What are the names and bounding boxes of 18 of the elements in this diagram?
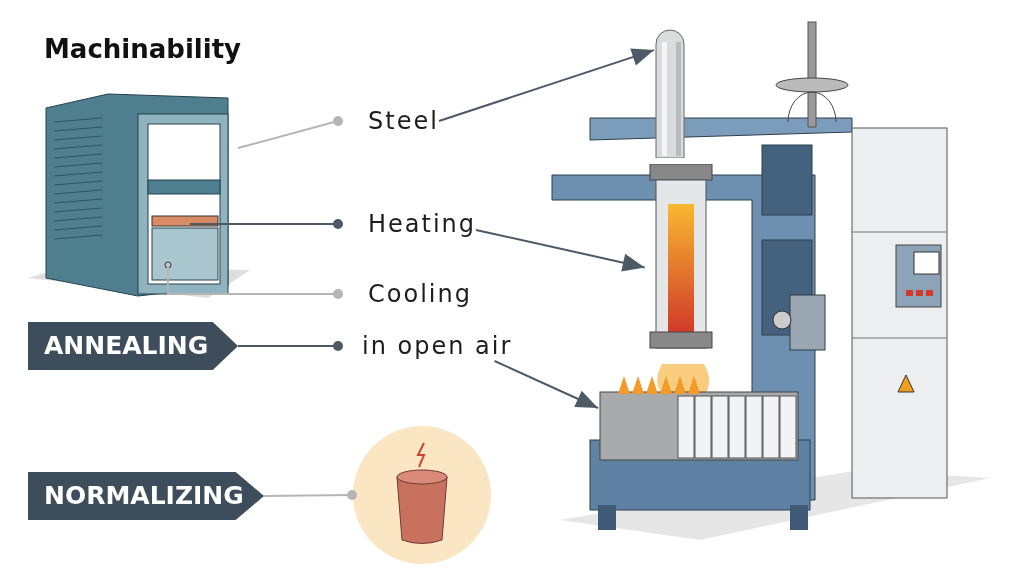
leader-line bbox=[166, 264, 343, 299]
arrow bbox=[493, 360, 599, 409]
arrow bbox=[438, 48, 655, 122]
callout-text: in open air bbox=[338, 331, 513, 361]
callout-text: Heating bbox=[338, 209, 477, 239]
column-drawing bbox=[654, 28, 686, 158]
leader-line bbox=[237, 341, 343, 351]
callout-text: Cooling bbox=[338, 279, 472, 309]
leader-line bbox=[189, 219, 343, 229]
process-tag: ANNEALING bbox=[28, 322, 238, 370]
arrow bbox=[475, 229, 646, 272]
cup-drawing bbox=[352, 425, 492, 565]
leader-line bbox=[263, 490, 357, 500]
heating-tube-drawing bbox=[648, 164, 714, 352]
process-tag: NORMALIZING bbox=[28, 472, 264, 520]
callout-text: Steel bbox=[338, 106, 439, 136]
leader-line bbox=[237, 116, 343, 150]
heading: Machinability bbox=[44, 34, 242, 64]
